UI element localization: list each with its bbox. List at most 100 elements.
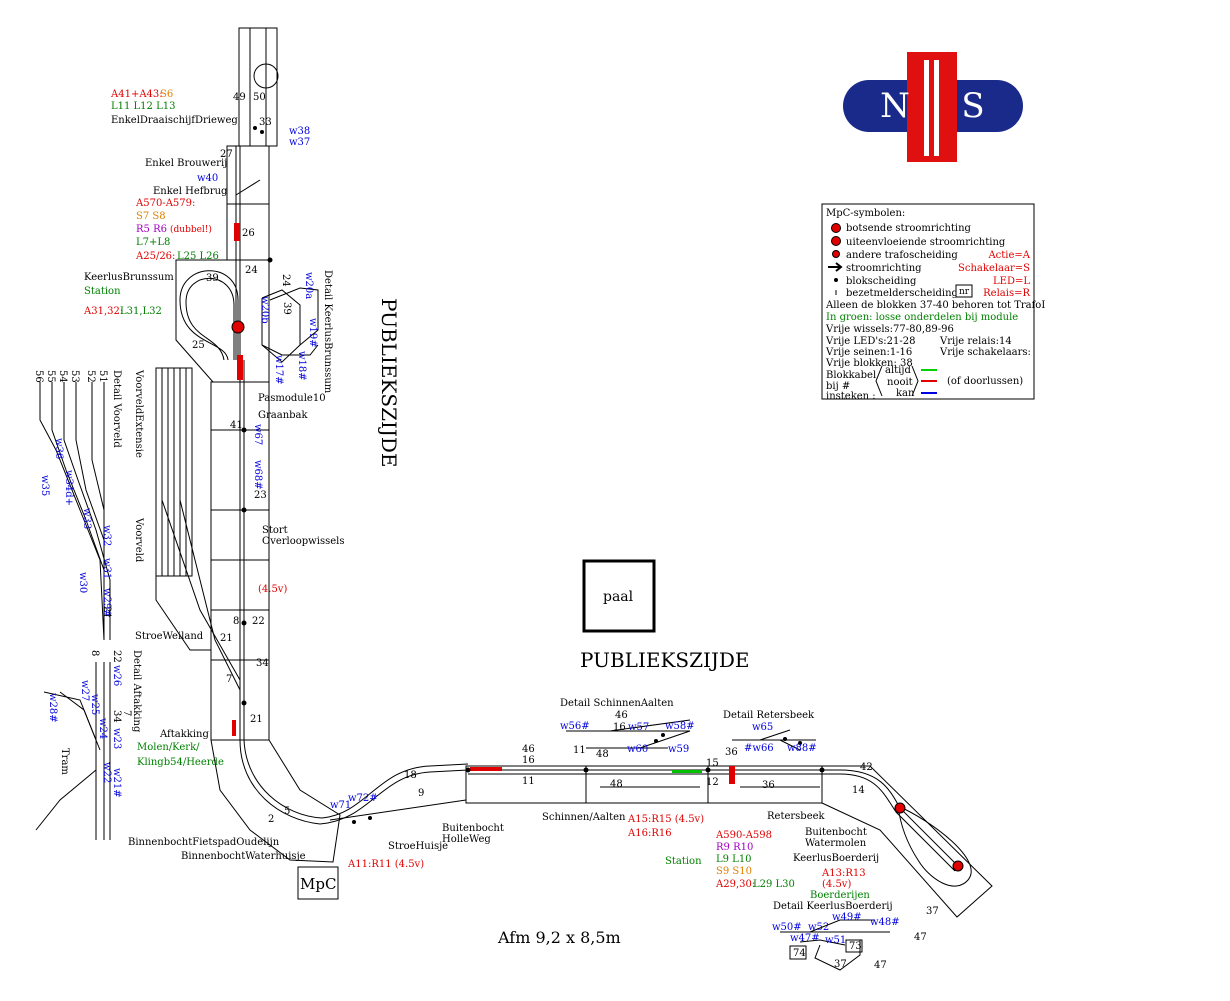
block-15: 15 xyxy=(706,758,719,769)
block-9: 9 xyxy=(418,788,424,799)
block-42: 42 xyxy=(860,762,873,773)
label-w36: w36 xyxy=(53,438,64,459)
label-af-8: 8 xyxy=(89,650,100,656)
label-draaischijf: EnkelDraaischijfDrieweg xyxy=(111,115,238,126)
legend-note: Alleen de blokken 37-40 behoren tot Traf… xyxy=(825,300,1045,311)
label-keerlusboerderij: KeerlusBoerderij xyxy=(793,853,879,864)
legend-cable-label-3: insteken : xyxy=(826,391,876,402)
label-detail-schinnen: Detail SchinnenAalten xyxy=(560,698,674,709)
label-station2: Station xyxy=(665,856,702,867)
label-n51: 51 xyxy=(97,370,108,383)
label-w88: w88# xyxy=(787,743,817,754)
label-w50: w50# xyxy=(772,922,802,933)
legend-free-blocks: Vrije blokken: 38 xyxy=(825,358,913,369)
label-boerderijen: Boerderijen xyxy=(810,890,870,901)
label-w59: w59 xyxy=(668,744,689,755)
label-holleweg: HolleWeg xyxy=(442,834,491,845)
legend-free-signals: Vrije seinen:1-16 xyxy=(825,347,912,358)
label-w67: w67 xyxy=(252,424,263,445)
label-buitenbocht2: Buitenbocht xyxy=(805,827,867,838)
label-w47: w47# xyxy=(790,933,820,944)
label-n73: 73 xyxy=(849,941,862,952)
block-21a: 21 xyxy=(220,633,233,644)
legend-row-3: andere trafoscheiding xyxy=(846,250,958,261)
label-w37: w37 xyxy=(289,137,310,148)
legend-cable-note: (of doorlussen) xyxy=(947,376,1023,387)
diagram-labels: A41+A43: S6 L11 L12 L13 EnkelDraaischijf… xyxy=(33,89,939,971)
legend-row-1: botsende stroomrichting xyxy=(846,223,972,234)
label-stroeweiland: StroeWeiland xyxy=(135,631,204,642)
label-l29: L29 L30 xyxy=(753,879,795,890)
block-14: 14 xyxy=(852,785,865,796)
ns-logo: N S xyxy=(843,52,1023,162)
label-w29: w29# xyxy=(101,588,112,618)
label-schinnen-16: 16 xyxy=(613,722,626,733)
publiekszijde-horizontal: PUBLIEKSZIJDE xyxy=(580,648,750,672)
label-w21: w21# xyxy=(111,768,122,798)
legend-title: MpC-symbolen: xyxy=(826,208,905,219)
label-n37: 37 xyxy=(834,959,847,970)
label-s9: S9 S10 xyxy=(716,866,752,877)
label-w66: #w66 xyxy=(744,743,774,754)
legend-cable-nooit: nooit xyxy=(887,377,913,388)
label-l25: L25 L26 xyxy=(177,251,219,262)
legend-key-relais: Relais=R xyxy=(983,288,1030,299)
label-w60: w60 xyxy=(627,744,648,755)
dimensions-label: Afm 9,2 x 8,5m xyxy=(497,928,621,947)
label-a16: A16:R16 xyxy=(627,828,672,839)
label-n55: 55 xyxy=(45,370,56,383)
label-brouwerij: Enkel Brouwerij xyxy=(145,158,227,169)
block-27: 27 xyxy=(220,149,233,160)
label-w31: w31 xyxy=(101,558,112,579)
label-r9: R9 R10 xyxy=(716,842,753,853)
label-schinnen-46: 46 xyxy=(615,710,628,721)
label-detail-voorveld: Detail Voorveld xyxy=(111,370,122,448)
block-2: 2 xyxy=(268,814,274,825)
label-w49: w49# xyxy=(832,912,862,923)
label-w25: w25 xyxy=(89,694,100,715)
label-molen: Molen/Kerk/ xyxy=(137,742,200,753)
label-schinnen: Schinnen/Aalten xyxy=(542,812,626,823)
label-dubbel: (dubbel!) xyxy=(170,224,212,235)
label-tram: Tram xyxy=(59,748,70,775)
legend-cable-altijd: altijd xyxy=(885,365,911,376)
block-12: 12 xyxy=(706,777,719,788)
label-w57: w57 xyxy=(628,722,649,733)
legend-box: MpC-symbolen: botsende stroomrichting ui… xyxy=(821,203,1045,402)
label-a13: A13:R13 xyxy=(821,868,866,879)
label-w24: w24 xyxy=(97,718,108,739)
label-w56: w56# xyxy=(560,721,590,732)
legend-cable-label-2: bij # xyxy=(826,381,850,392)
label-voorveld-ext: VoorveldExtensie xyxy=(133,369,144,458)
label-w40: w40 xyxy=(197,173,218,184)
label-w33: w33 xyxy=(81,508,92,529)
paal-label: paal xyxy=(603,589,634,605)
label-binnen2: BinnenbochtWaterhuisje xyxy=(181,851,306,862)
label-retersbeek: Retersbeek xyxy=(767,811,826,822)
logo-letter-s: S xyxy=(961,86,984,126)
label-a31: A31,32: xyxy=(83,306,123,317)
label-l11: L11 L12 L13 xyxy=(111,101,175,112)
label-w38: w38 xyxy=(289,126,310,137)
label-stort: Stort xyxy=(262,525,288,536)
block-5: 5 xyxy=(284,806,290,817)
label-n54: 54 xyxy=(57,370,68,383)
label-w48: w48# xyxy=(870,917,900,928)
legend-row-5: blokscheiding xyxy=(846,276,917,287)
label-buitenbocht1: Buitenbocht xyxy=(442,823,504,834)
label-v45: (4.5v) xyxy=(258,584,287,595)
legend-cable-kan: kan xyxy=(896,388,915,399)
block-34: 34 xyxy=(256,658,269,669)
label-w27: w27 xyxy=(79,680,90,701)
label-w58: w58# xyxy=(665,721,695,732)
detail-sketches xyxy=(35,287,890,971)
block-50: 50 xyxy=(253,92,266,103)
label-w71: w71 xyxy=(330,800,351,811)
label-v45b: (4.5v) xyxy=(822,879,851,890)
legend-green-note: In groen: losse onderdelen bij module xyxy=(826,312,1018,323)
block-33: 33 xyxy=(259,117,272,128)
label-a29: A29,30: xyxy=(715,879,755,890)
label-pasmodule: Pasmodule10 xyxy=(258,393,326,404)
block-11: 11 xyxy=(522,776,535,787)
block-7: 7 xyxy=(226,674,232,685)
